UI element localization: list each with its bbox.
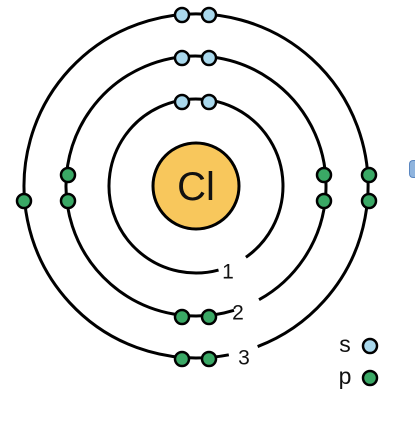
- electron-p-shell-2: [200, 308, 218, 326]
- electron-p-shell-2: [59, 166, 77, 184]
- shell-ring-3: [22, 12, 370, 360]
- shell-label-1: 1: [222, 261, 234, 284]
- legend-label-s: s: [339, 331, 351, 357]
- electron-p-shell-3: [360, 166, 378, 184]
- electron-p-shell-3: [360, 192, 378, 210]
- electron-s-shell-1: [173, 93, 191, 111]
- electron-p-shell-3: [200, 350, 218, 368]
- electrons: [15, 6, 378, 368]
- window-edge-handle: [409, 160, 415, 178]
- legend-swatch-p: [361, 369, 379, 387]
- electron-p-shell-2: [315, 192, 333, 210]
- shell-ring-1: [107, 97, 285, 275]
- electron-s-shell-2: [173, 49, 191, 67]
- legend-label-p: p: [339, 363, 352, 389]
- electron-p-shell-2: [173, 308, 191, 326]
- nucleus-circle: [151, 141, 241, 231]
- shell-label-3: 3: [238, 347, 250, 370]
- element-symbol: Cl: [177, 165, 215, 209]
- electron-p-shell-2: [59, 192, 77, 210]
- legend-swatch-s: [361, 337, 379, 355]
- electron-s-shell-3: [173, 6, 191, 24]
- shell-label-2: 2: [232, 302, 244, 325]
- electron-p-shell-2: [315, 166, 333, 184]
- nucleus: Cl: [151, 141, 241, 231]
- legend: sp: [339, 331, 379, 389]
- electron-s-shell-1: [200, 93, 218, 111]
- electron-p-shell-3: [173, 350, 191, 368]
- electron-s-shell-3: [200, 6, 218, 24]
- electron-s-shell-2: [200, 49, 218, 67]
- shell-labels: 1 2 3: [222, 261, 250, 370]
- electron-p-shell-3: [15, 192, 33, 210]
